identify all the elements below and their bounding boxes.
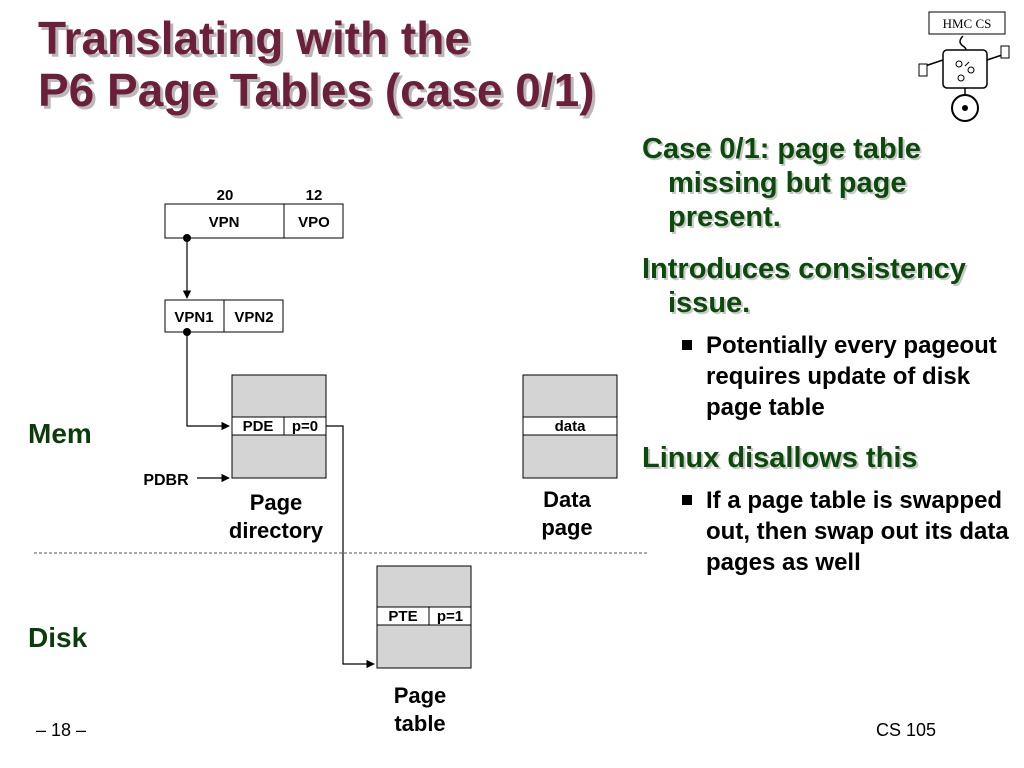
vpo-bits-label: 12	[306, 187, 323, 204]
page-directory-caption-2: directory	[229, 518, 324, 543]
vpn2-label: VPN2	[234, 309, 273, 326]
slide-title: Translating with the P6 Page Tables (cas…	[38, 12, 595, 116]
mem-label: Mem	[28, 418, 92, 449]
virtual-address-box	[164, 203, 344, 239]
vpn1-arrow	[186, 332, 230, 431]
data-entry	[522, 416, 618, 436]
page-table-caption-1: Page	[394, 683, 447, 708]
page-table-diagram: 20 12 VPN VPO VPN1 VPN2 PDE p=0 Page dir…	[28, 187, 648, 736]
page-number: – 18 –	[36, 720, 87, 740]
logo-text: HMC CS	[943, 16, 992, 31]
vpn1-label: VPN1	[174, 309, 213, 326]
sub-bullet-pageout-text: Potentially every pageout requires updat…	[706, 332, 997, 421]
vpo-label: VPO	[298, 214, 330, 231]
vpn-bits-label: 20	[217, 187, 234, 204]
square-bullet-icon	[682, 340, 692, 350]
page-table-caption-2: table	[394, 711, 445, 736]
sub-bullet-swap-out-text: If a page table is swapped out, then swa…	[706, 487, 1009, 576]
bullet-list: Case 0/1: page table missing but page pr…	[642, 132, 1014, 596]
data-page-caption-1: Data	[543, 487, 591, 512]
title-line-2: P6 Page Tables (case 0/1)	[38, 64, 595, 116]
pte-entry	[376, 606, 472, 626]
bullet-consistency-issue: Introduces consistency issue.	[642, 253, 966, 319]
hmc-cs-logo: HMC CS	[918, 11, 1010, 122]
title-line-1: Translating with the	[38, 12, 470, 64]
pde-label: PDE	[243, 418, 274, 435]
vpn-label: VPN	[209, 214, 240, 231]
course-label: CS 105	[876, 720, 937, 740]
page-directory-caption-1: Page	[250, 490, 303, 515]
pte-present-flag: p=1	[437, 608, 463, 625]
data-label: data	[555, 418, 587, 435]
pde-present-flag: p=0	[292, 418, 318, 435]
pdbr-label: PDBR	[143, 472, 189, 489]
bullet-case-0-1: Case 0/1: page table missing but page pr…	[642, 133, 921, 233]
pde-to-page-table-arrow	[326, 425, 375, 669]
disk-label: Disk	[28, 622, 88, 653]
square-bullet-icon	[682, 495, 692, 505]
data-page-caption-2: page	[541, 515, 592, 540]
pte-label: PTE	[388, 608, 417, 625]
sub-bullet-swap-out: If a page table is swapped out, then swa…	[682, 485, 1014, 578]
sub-bullet-pageout: Potentially every pageout requires updat…	[682, 330, 1014, 423]
bullet-linux-disallows: Linux disallows this	[642, 442, 918, 474]
